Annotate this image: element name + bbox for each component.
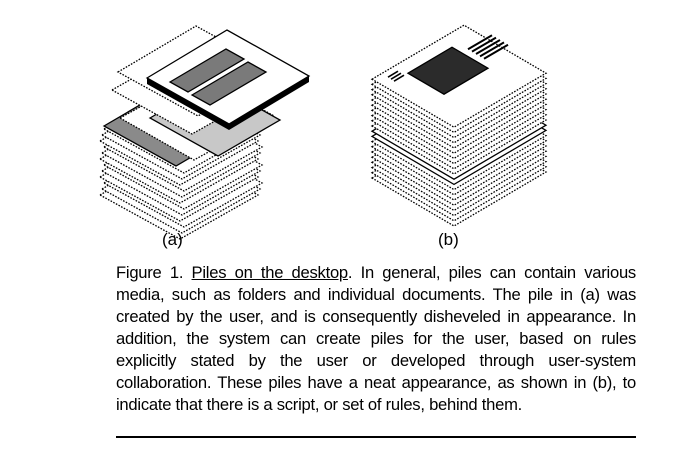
pile-b-text-line	[390, 72, 402, 80]
caption-body: . In general, piles can contain various …	[116, 263, 636, 414]
pile-a-disheveled	[98, 25, 311, 240]
pile-a-content-bar	[190, 61, 268, 106]
caption-prefix: Figure 1.	[116, 263, 192, 282]
pile-b-text-line	[479, 41, 505, 58]
pile-b-text-line	[467, 34, 493, 51]
pile-b-text-line	[483, 43, 509, 60]
pile-b-top-image	[406, 46, 490, 95]
pile-b-text-line	[471, 36, 497, 53]
pile-a-top-edge	[229, 76, 309, 130]
caption-title: Piles on the desktop	[191, 263, 349, 282]
pile-a-top-edge	[147, 78, 229, 130]
pile-b-text-line	[475, 39, 501, 55]
pile-a-content-bar	[168, 48, 246, 93]
pile-b-text-line	[393, 74, 405, 82]
caption-rule	[116, 436, 636, 438]
panel-label-b: (b)	[438, 230, 459, 249]
pile-b-text-line	[387, 70, 399, 78]
figure-illustration	[98, 24, 548, 240]
panel-label-a: (a)	[162, 230, 183, 249]
pile-b-neat	[370, 24, 548, 227]
figure-caption: Figure 1. Piles on the desktop. In gener…	[116, 262, 636, 416]
